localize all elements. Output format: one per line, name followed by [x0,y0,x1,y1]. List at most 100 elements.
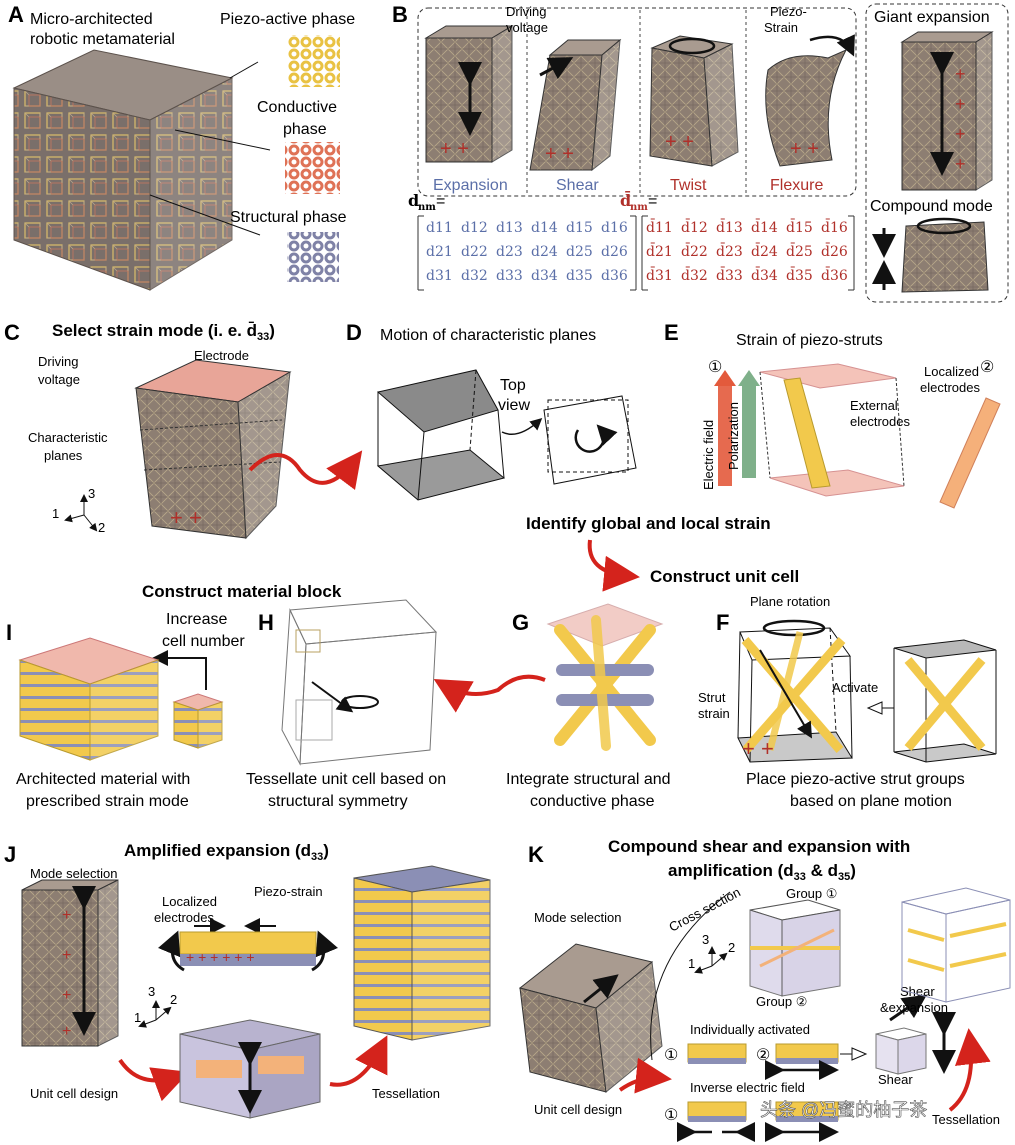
characteristic-planes-line2: planes [44,448,83,463]
expansion-block: + + [424,25,514,163]
matrix-d-cell: d26 [601,244,628,260]
panel-g: G Integrate structural and conductive ph… [506,603,671,810]
activate-label: Activate [832,680,878,695]
matrix-d-cell: d21 [426,244,453,260]
k-circle1-b: ① [664,1107,678,1124]
svg-text:+ +: + + [742,736,774,761]
leader-line-conductive [174,129,271,151]
svg-text:3: 3 [702,932,709,947]
matrix-dbar-cell: d̄31 [646,266,673,284]
top-conductive-plate [546,603,664,647]
panel-letter-b: B [392,2,408,27]
piezo-gyroid-icon [288,35,340,87]
k-circle1-a: ① [664,1047,678,1064]
svg-text:3: 3 [88,486,95,501]
mode-shear: Shear [556,177,599,194]
panel-c-title: Select strain mode (i. e. d̄33) [52,321,275,343]
red-flow-arrow-gh [433,674,546,713]
electric-field-label: Electric field [701,420,716,490]
dnm-subscript: nm [418,202,436,213]
giant-expansion-block: + + + + [900,31,994,191]
top-view-dashed-square [547,399,629,473]
panel-d-title: Motion of characteristic planes [380,327,596,344]
matrix-dbar-cell: d̄24 [751,242,778,260]
svg-text:+ +: + + [170,505,202,530]
matrix-d-cell: d25 [566,244,593,260]
group2-label: Group ② [756,994,807,1009]
svg-text:1: 1 [688,956,695,971]
matrix-dbar-cell: d̄33 [716,266,743,284]
mode-expansion: Expansion [433,177,508,194]
mode-block-k [518,943,663,1093]
identify-strain-label: Identify global and local strain [526,514,771,533]
svg-text:1: 1 [134,1010,141,1025]
dbar-equals: = [648,193,657,210]
increase-cell-line2: cell number [162,633,245,650]
external-electrodes-line1: External [850,398,898,413]
panel-e-title: Strain of piezo-struts [736,332,883,349]
matrix-d-cell: d31 [426,268,453,284]
panel-g-caption-line1: Integrate structural and [506,771,671,788]
svg-text:+ +: + + [790,138,819,160]
unit-cell-j [179,1019,321,1119]
electrode-label: Electrode [194,348,249,363]
top-view-line1: Top [500,377,526,394]
mode-flexure: Flexure [770,177,823,194]
individually-activated-label: Individually activated [690,1022,810,1037]
conductive-phase-label-line1: Conductive [257,99,337,116]
matrix-d-cell: d12 [461,220,488,236]
mode-selection-j: Mode selection [30,866,117,881]
plane-rotation-arrow-icon [762,619,826,637]
dnm-symbol: d [408,191,419,210]
activate-arrow-icon [866,701,883,715]
matrix-dbar-cell: d̄12 [681,218,708,236]
matrix-d-cell: d15 [566,220,593,236]
panel-b: B + + + + + + [392,2,1009,303]
shear-block: + + [529,38,622,172]
matrix-dbar-cell: d̄11 [646,218,673,236]
leader-line-piezo [229,61,259,79]
metamaterial-cube [12,49,234,291]
panel-h-caption-line2: structural symmetry [268,793,408,810]
panel-i-caption-line2: prescribed strain mode [26,793,189,810]
panel-letter-j: J [4,842,16,867]
dnm-equals: = [436,193,445,210]
svg-text:+ +: + + [545,143,574,165]
panel-letter-d: D [346,320,362,345]
svg-text:+: + [955,124,966,144]
svg-text:+: + [62,1023,71,1040]
conductive-gyroid-icon [285,142,340,194]
matrix-d-cell: d24 [531,244,558,260]
top-view-rotated-square [543,395,637,485]
matrix-dbar-cell: d̄21 [646,242,673,260]
plane-bottom [376,449,506,501]
unit-cell-design-j: Unit cell design [30,1086,118,1101]
panel-a-title-line2: robotic metamaterial [30,31,175,48]
panel-i-caption-line1: Architected material with [16,771,190,788]
polarization-label: Polarization [726,402,741,470]
matrix-dbar-cell: d̄13 [716,218,743,236]
giant-expansion-label: Giant expansion [874,9,990,26]
axes-k: 3 1 2 [688,932,735,974]
localized-electrodes-e-line2: electrodes [920,380,980,395]
modes-box [417,7,857,197]
matrix-d-cell: d13 [496,220,523,236]
leader-line-structural [149,194,261,236]
svg-text:+: + [955,154,966,174]
svg-text:+ +: + + [665,131,694,153]
matrix-dbar-cell: d̄36 [821,266,848,284]
mode-selection-k: Mode selection [534,910,621,925]
svg-text:2: 2 [728,940,735,955]
panel-g-caption-line2: conductive phase [530,793,655,810]
matrix-dbar-cell: d̄26 [821,242,848,260]
large-block-right [89,659,159,761]
panel-letter-k: K [528,842,544,867]
matrix-dbar-cell: d̄25 [786,242,813,260]
piezo-strain-label-line2: Strain [764,20,798,35]
piezo-strut [783,377,831,489]
driving-voltage-c-line2: voltage [38,372,80,387]
k-circle2-a: ② [756,1047,770,1064]
structural-phase-label: Structural phase [230,209,347,226]
matrix-d-cell: d16 [601,220,628,236]
